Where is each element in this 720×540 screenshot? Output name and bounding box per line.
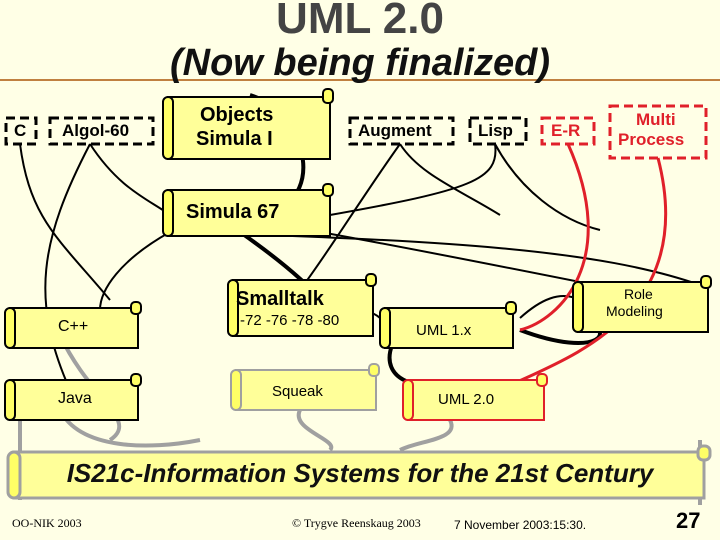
scroll-uml2 (402, 373, 548, 421)
node-squeak: Squeak (272, 383, 323, 400)
box-algol (48, 116, 155, 146)
box-lisp (468, 116, 528, 146)
node-objects-line1: Objects (200, 104, 274, 126)
scroll-cpp (4, 301, 142, 349)
node-smalltalk: Smalltalk (236, 288, 324, 310)
node-algol: Algol-60 (62, 121, 130, 140)
connector-lines (19, 143, 701, 391)
node-uml1: UML 1.x (416, 322, 472, 339)
box-augment (348, 116, 455, 146)
node-objects-line2: Simula I (196, 128, 273, 150)
footer-center: © Trygve Reenskaug 2003 (292, 516, 421, 530)
node-lisp: Lisp (478, 121, 513, 140)
red-lines (499, 143, 667, 392)
node-er: E-R (551, 121, 581, 140)
scroll-java (4, 373, 142, 421)
scroll-squeak (230, 363, 380, 411)
banner-scroll (6, 444, 712, 500)
title-line1: UML 2.0 (276, 0, 444, 43)
node-augment: Augment (358, 121, 432, 140)
scroll-objects (162, 88, 334, 160)
node-multi-line2: Process (618, 130, 685, 149)
footer-date: 7 November 2003:15:30. (454, 518, 587, 532)
title-line2: (Now being finalized) (170, 42, 550, 84)
scroll-role (572, 275, 712, 333)
node-cpp: C++ (58, 318, 89, 335)
page-number: 27 (676, 508, 701, 533)
node-simula67: Simula 67 (186, 201, 280, 223)
node-multi-line1: Multi (636, 110, 676, 129)
node-smalltalk-versions: -72 -76 -78 -80 (240, 312, 340, 329)
scroll-simula67 (162, 183, 334, 237)
node-java: Java (58, 390, 92, 407)
node-uml2: UML 2.0 (438, 391, 495, 408)
node-role-line1: Role (624, 286, 653, 302)
banner-text: IS21c-Information Systems for the 21st C… (66, 458, 654, 488)
node-role-line2: Modeling (606, 303, 663, 319)
footer-left: OO-NIK 2003 (12, 516, 82, 530)
scroll-uml1 (379, 301, 517, 349)
scroll-smalltalk (227, 273, 377, 337)
node-c: C (14, 121, 27, 140)
